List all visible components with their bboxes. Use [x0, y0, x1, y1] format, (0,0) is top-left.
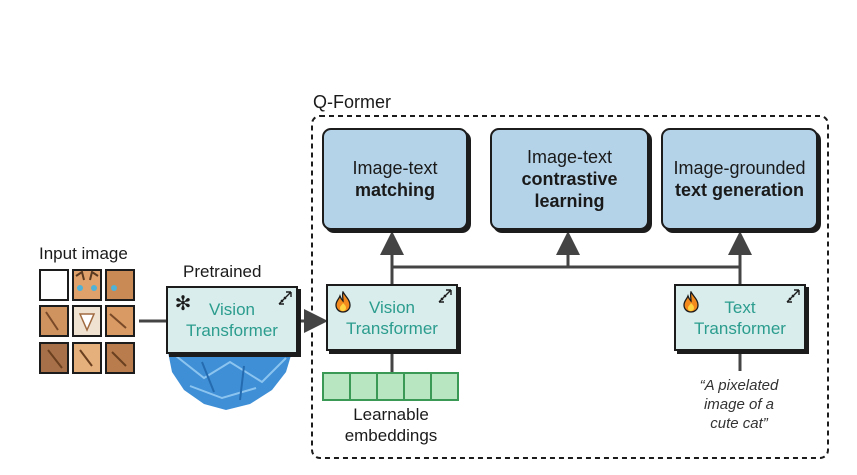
snowflake-icon: ✻ — [174, 291, 192, 315]
qformer-text-transformer: Text Transformer — [674, 284, 806, 351]
model-line: Vision — [369, 297, 415, 317]
scale-icon — [438, 289, 452, 303]
scale-icon — [786, 289, 800, 303]
model-line: Text — [724, 297, 756, 317]
image-patch — [105, 269, 135, 301]
model-line: Transformer — [346, 318, 438, 338]
image-patch — [39, 305, 69, 337]
qformer-label: Q-Former — [313, 92, 391, 112]
objective-text-generation: Image-grounded text generation — [661, 128, 818, 230]
objective-line: Image-grounded — [673, 158, 806, 178]
qformer-vision-transformer: Vision Transformer — [326, 284, 458, 351]
image-patch — [105, 305, 135, 337]
model-line: Transformer — [186, 321, 278, 340]
image-patch — [105, 342, 135, 374]
image-patch — [39, 269, 69, 301]
input-image-grid — [39, 269, 135, 374]
objective-image-text-matching: Image-text matching — [322, 128, 468, 230]
qformer-frame — [311, 115, 829, 459]
caption-line: “A pixelated — [699, 377, 779, 394]
objective-line: learning — [534, 191, 605, 211]
learnable-embeddings — [322, 372, 459, 401]
objective-line: Image-text — [526, 147, 613, 167]
caption-line: image of a — [703, 396, 775, 413]
scale-icon — [278, 291, 292, 305]
embedding-token — [376, 372, 405, 401]
embedding-token — [430, 372, 459, 401]
flame-icon — [335, 291, 351, 313]
objective-line: contrastive — [521, 169, 618, 189]
text-caption: “A pixelated image of a cute cat” — [674, 376, 804, 433]
objective-line: Image-text — [352, 158, 438, 178]
objective-contrastive-learning: Image-text contrastive learning — [490, 128, 649, 230]
model-line: Transformer — [694, 318, 786, 338]
iceberg-icon — [168, 352, 292, 410]
input-image-label: Input image — [39, 244, 128, 263]
caption-line: Learnable — [353, 405, 429, 424]
flame-icon — [683, 291, 699, 313]
model-line: Vision — [209, 300, 255, 319]
embeddings-label: Learnable embeddings — [326, 404, 456, 446]
embedding-token — [322, 372, 351, 401]
caption-line: embeddings — [344, 426, 438, 445]
embedding-token — [349, 372, 378, 401]
objective-line: matching — [354, 180, 435, 200]
pretrained-label: Pretrained — [183, 262, 262, 281]
image-patch — [72, 342, 102, 374]
objective-line: text generation — [674, 180, 805, 200]
frozen-vision-transformer: ✻ Vision Transformer — [166, 286, 298, 354]
embedding-token — [403, 372, 432, 401]
caption-line: cute cat” — [710, 415, 768, 432]
